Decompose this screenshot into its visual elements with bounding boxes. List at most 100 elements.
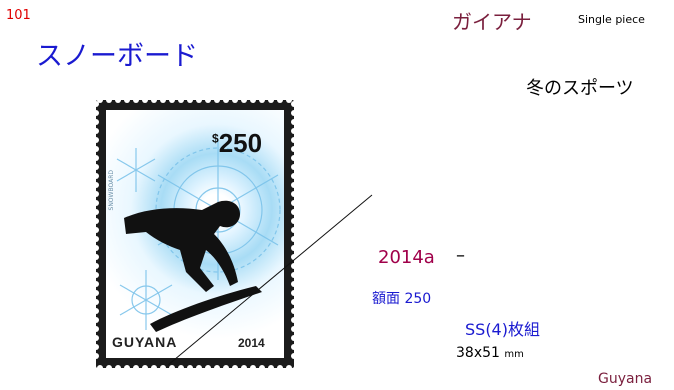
perforation-dot	[124, 97, 130, 103]
perforation-dot	[286, 365, 292, 371]
perforation-dot	[93, 137, 99, 143]
perforation-dot	[291, 317, 297, 323]
stamp-image: SNOWBOARD $250 GUYANA 2014	[93, 97, 297, 371]
perforation-dot	[93, 254, 99, 260]
perforation-dot	[93, 272, 99, 278]
perforation-dot	[196, 365, 202, 371]
perforation-dot	[187, 365, 193, 371]
perforation-dot	[93, 146, 99, 152]
perforation-dot	[178, 365, 184, 371]
perforation-dot	[93, 218, 99, 224]
perforation-dot	[142, 365, 148, 371]
perforation-dot	[151, 97, 157, 103]
issue-year: 2014a	[378, 247, 435, 268]
perforation-dot	[291, 200, 297, 206]
snowboard-icon	[150, 286, 262, 332]
country-name-en: Guyana	[598, 371, 653, 387]
perforation-dot	[93, 317, 99, 323]
perforation-dot	[291, 344, 297, 350]
perforation-dot	[93, 281, 99, 287]
perforation-dot	[93, 245, 99, 251]
perforation-dot	[232, 97, 238, 103]
perforation-dot	[93, 335, 99, 341]
perforation-dot	[205, 365, 211, 371]
perforation-dot	[291, 326, 297, 332]
perforation-dot	[160, 365, 166, 371]
perforation-dot	[291, 290, 297, 296]
perforation-dot	[291, 173, 297, 179]
perforation-dot	[93, 263, 99, 269]
perforation-dot	[291, 353, 297, 359]
theme-label: 冬のスポーツ	[526, 78, 634, 99]
single-piece-label: Single piece	[578, 13, 645, 26]
perforation-dot	[93, 164, 99, 170]
perforation-dot	[124, 365, 130, 371]
perforation-dot	[291, 128, 297, 134]
perforation-dot	[291, 236, 297, 242]
perforation-dot	[277, 97, 283, 103]
perforation-dot	[93, 209, 99, 215]
set-info: SS(4)枚組	[465, 320, 540, 339]
perforation-dot	[151, 365, 157, 371]
perforation-dot	[93, 110, 99, 116]
perforation-dot	[250, 97, 256, 103]
perforation-dot	[291, 263, 297, 269]
country-name-jp: ガイアナ	[452, 10, 532, 34]
perforation-dot	[93, 191, 99, 197]
perforation-dot	[223, 97, 229, 103]
perforation-dot	[286, 97, 292, 103]
perforation-dot	[205, 97, 211, 103]
perforation-dot	[142, 97, 148, 103]
perforation-dot	[291, 101, 297, 107]
perforation-dot	[241, 97, 247, 103]
perforation-dot	[93, 119, 99, 125]
perforation-dot	[93, 299, 99, 305]
stamp-year: 2014	[238, 336, 265, 350]
perforation-dot	[223, 365, 229, 371]
perforation-dot	[93, 236, 99, 242]
perforation-dot	[178, 97, 184, 103]
perforation-dot	[291, 272, 297, 278]
catalog-number: 101	[6, 8, 31, 23]
perforation-dot	[291, 245, 297, 251]
perforation-dot	[93, 326, 99, 332]
stamp-size: 38x51 mm	[456, 345, 524, 361]
perforation-dot	[291, 218, 297, 224]
perforation-dot	[268, 97, 274, 103]
perforation-dot	[169, 365, 175, 371]
perforation-dot	[232, 365, 238, 371]
perforation-dot	[93, 200, 99, 206]
perforation-dot	[259, 365, 265, 371]
perforation-dot	[291, 191, 297, 197]
perforation-dot	[187, 97, 193, 103]
perforation-dot	[93, 353, 99, 359]
page-title: スノーボード	[36, 41, 198, 72]
perforation-dot	[93, 155, 99, 161]
perforation-dot	[93, 308, 99, 314]
perforation-dot	[106, 365, 112, 371]
stamp-denomination: $250	[212, 128, 262, 159]
perforation-dot	[133, 97, 139, 103]
perforation-dot	[97, 97, 103, 103]
perforation-dot	[115, 365, 121, 371]
face-value: 額面 250	[372, 291, 432, 307]
perforation-dot	[268, 365, 274, 371]
stamp-country: GUYANA	[112, 334, 178, 350]
perforation-dot	[196, 97, 202, 103]
issue-dash: –	[456, 245, 465, 266]
perforation-dot	[93, 128, 99, 134]
perforation-dot	[277, 365, 283, 371]
perforation-dot	[93, 173, 99, 179]
snowboarder-silhouette-icon	[124, 200, 240, 292]
perforation-dot	[291, 308, 297, 314]
perforation-dot	[291, 335, 297, 341]
stamp-artwork: SNOWBOARD $250 GUYANA 2014	[106, 110, 284, 358]
perforation-dot	[160, 97, 166, 103]
perforation-dot	[291, 155, 297, 161]
perforation-dot	[93, 290, 99, 296]
stamp-side-text: SNOWBOARD	[108, 170, 115, 211]
perforation-dot	[106, 97, 112, 103]
perforation-dot	[250, 365, 256, 371]
perforation-dot	[259, 97, 265, 103]
perforation-dot	[291, 164, 297, 170]
